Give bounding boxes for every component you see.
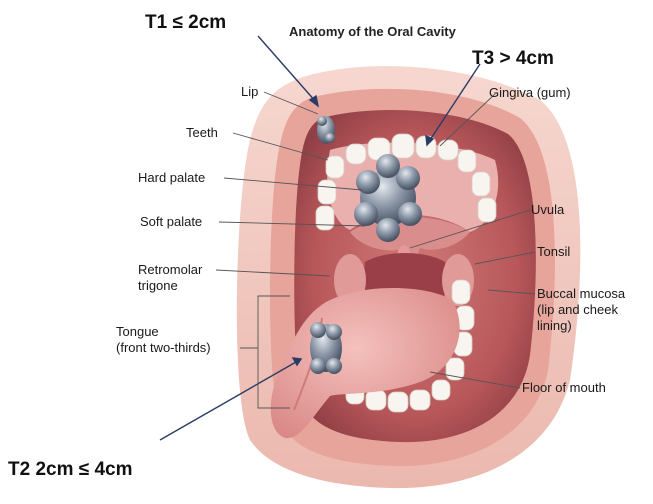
label-tonsil: Tonsil — [537, 244, 570, 259]
label-retromolar: Retromolar — [138, 262, 203, 277]
label-tongue: Tongue — [116, 324, 159, 339]
label-buccal-detail-1: (lip and cheek — [537, 302, 618, 317]
label-uvula: Uvula — [531, 202, 565, 217]
label-trigone: trigone — [138, 278, 178, 293]
label-gingiva: Gingiva (gum) — [489, 85, 571, 100]
label-tongue-detail: (front two-thirds) — [116, 340, 211, 355]
stage-t1-label: T1 ≤ 2cm — [145, 12, 226, 33]
label-buccal-detail-2: lining) — [537, 318, 572, 333]
diagram-title: Anatomy of the Oral Cavity — [289, 24, 457, 39]
label-hard-palate: Hard palate — [138, 170, 205, 185]
label-lip: Lip — [241, 84, 258, 99]
label-buccal-mucosa: Buccal mucosa — [537, 286, 626, 301]
tumor-t1 — [317, 116, 335, 144]
mouth-illustration — [237, 66, 581, 488]
stage-t2-label: T2 2cm ≤ 4cm — [8, 459, 133, 480]
label-soft-palate: Soft palate — [140, 214, 202, 229]
label-teeth: Teeth — [186, 125, 218, 140]
label-floor-of-mouth: Floor of mouth — [522, 380, 606, 395]
stage-t3-label: T3 > 4cm — [472, 48, 554, 69]
tumor-t2 — [310, 322, 342, 374]
